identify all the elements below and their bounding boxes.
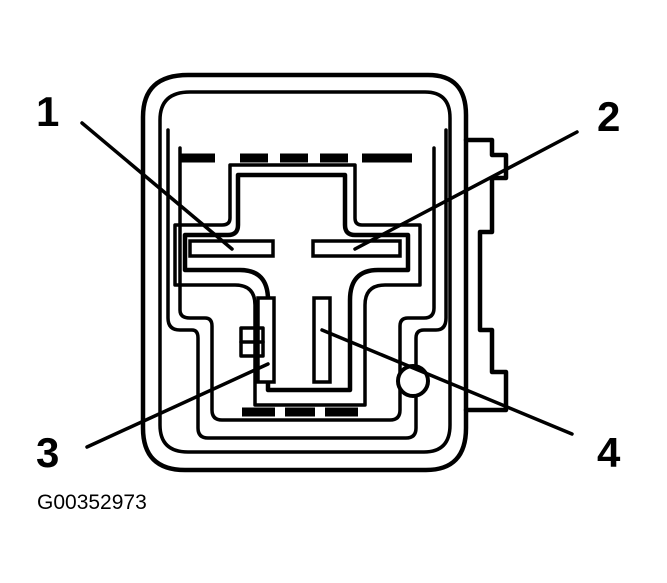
locking-latch bbox=[463, 137, 509, 413]
callout-4: 4 bbox=[597, 429, 621, 476]
callout-3: 3 bbox=[36, 429, 59, 476]
leader-line-4 bbox=[320, 328, 574, 436]
callout-2: 2 bbox=[597, 93, 620, 140]
leader-line-2 bbox=[353, 130, 579, 251]
figure-code: G00352973 bbox=[37, 491, 147, 514]
terminal-cavity bbox=[173, 163, 422, 407]
connector-housing bbox=[140, 72, 469, 473]
terminal-slots bbox=[188, 239, 402, 384]
housing-ribs bbox=[180, 153, 412, 417]
terminal-slot-4 bbox=[312, 296, 332, 384]
leader-line-3 bbox=[85, 362, 270, 449]
leader-lines bbox=[80, 121, 579, 449]
terminal-slot-3 bbox=[256, 296, 276, 384]
callout-1: 1 bbox=[36, 88, 59, 135]
guide-channels bbox=[166, 128, 448, 440]
leader-line-1 bbox=[80, 121, 234, 251]
